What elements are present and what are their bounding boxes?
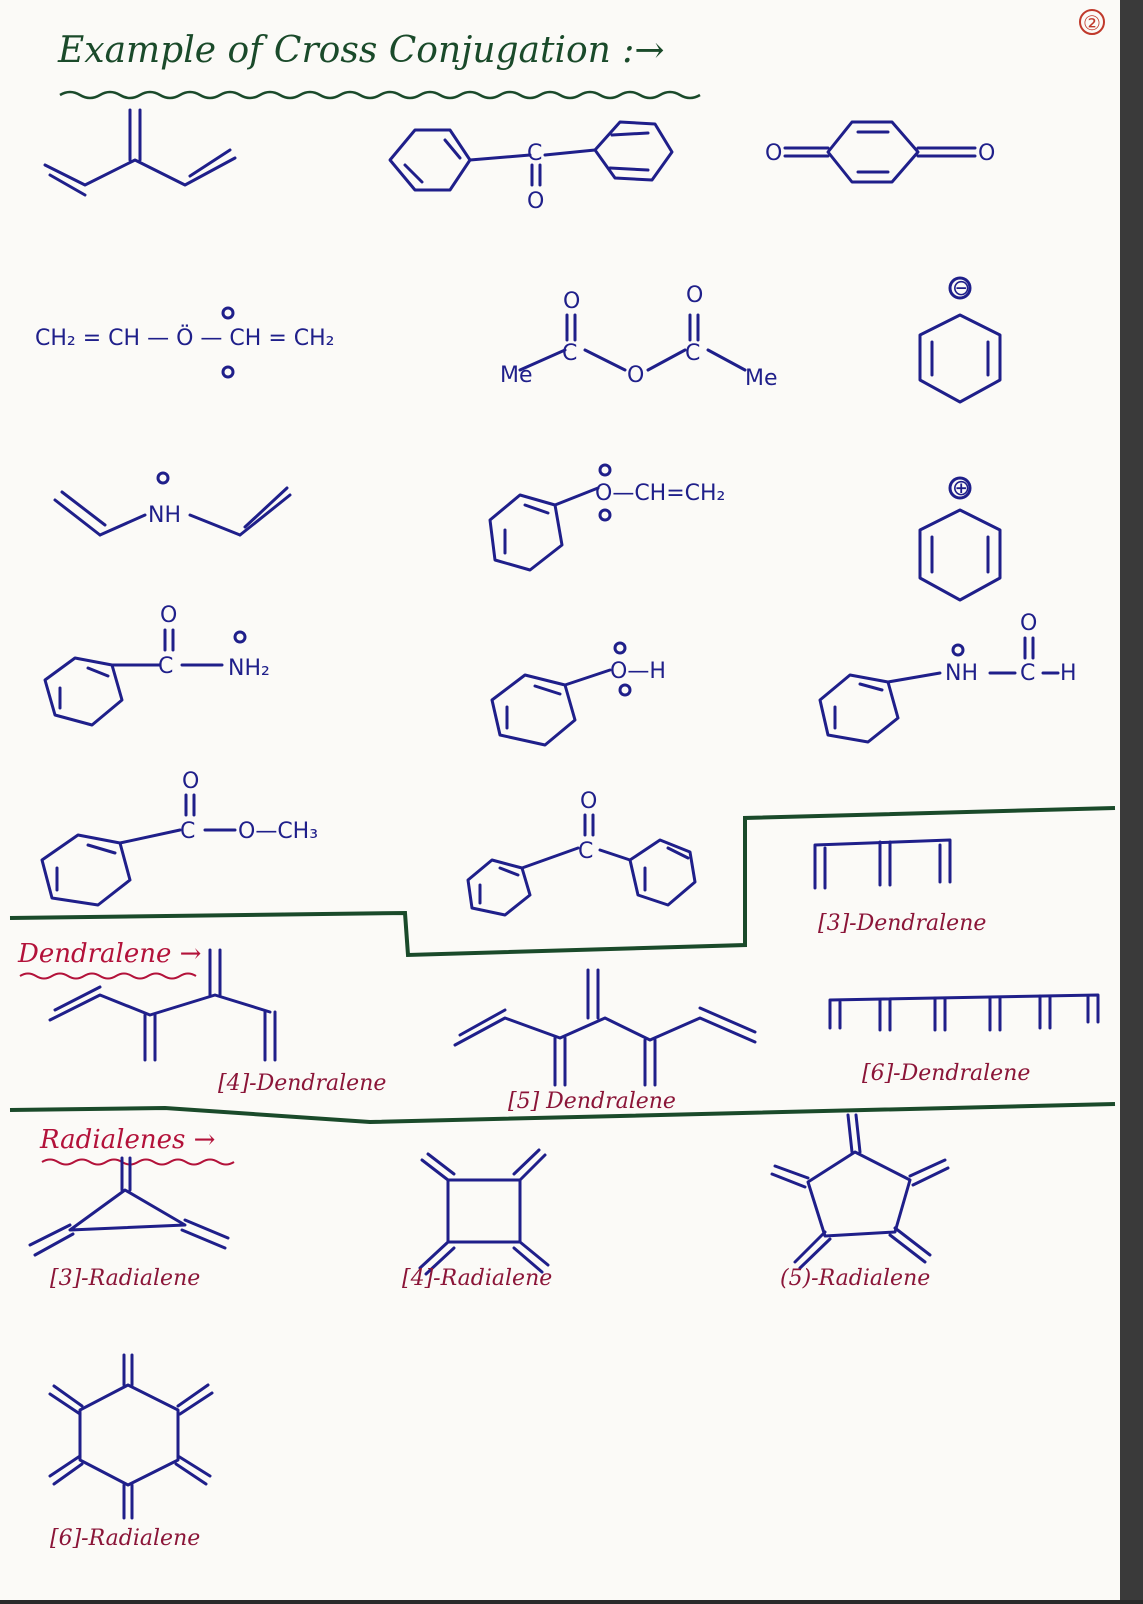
divider-upper <box>9 806 1116 958</box>
benzophenone-oxygen: O <box>527 189 544 214</box>
label-6-dendralene: [6]-Dendralene <box>862 1061 1030 1086</box>
quinone-oxygen-right: O <box>978 141 995 166</box>
label-4-radialene: [4]-Radialene <box>402 1266 552 1291</box>
quinone-oxygen-left: O <box>765 141 782 166</box>
structure-methyl-benzoate: C O O—CH₃ <box>40 769 318 907</box>
vinyl-phenyl-ether-chain: O—CH=CH₂ <box>595 481 725 506</box>
page-number: ② <box>1083 11 1101 35</box>
label-6-radialene: [6]-Radialene <box>50 1526 200 1551</box>
structure-cyclohexadienyl-anion: ⊖ <box>918 276 1002 404</box>
paper-sheet <box>0 0 1120 1600</box>
structure-benzoquinone: O O <box>765 120 995 184</box>
structure-vinyl-phenyl-ether: O—CH=CH₂ <box>488 463 725 572</box>
page-title: Example of Cross Conjugation :→ <box>57 30 665 71</box>
label-3-radialene: [3]-Radialene <box>50 1266 200 1291</box>
benzamide-oxygen: O <box>160 603 177 628</box>
ether-part-1: CH₂ <box>35 326 76 351</box>
ether-part-7: CH <box>229 326 261 351</box>
anhydride-carbon-left: C <box>562 341 577 366</box>
structure-6-radialene <box>48 1353 214 1520</box>
formanilide-hydrogen: H <box>1060 661 1077 686</box>
benzophenone-carbon: C <box>527 141 542 166</box>
anhydride-carbon-right: C <box>685 341 700 366</box>
label-5-radialene: (5)-Radialene <box>780 1266 930 1291</box>
ether-part-9: CH₂ <box>294 326 335 351</box>
ester-oxygen: O <box>182 769 199 794</box>
structure-benzamide: C O NH₂ <box>43 603 270 727</box>
benzophenone2-carbon: C <box>578 839 593 864</box>
benzophenone2-oxygen: O <box>580 789 597 814</box>
anhydride-methyl-right: Me <box>745 366 778 391</box>
formanilide-oxygen: O <box>1020 611 1037 636</box>
anhydride-oxygen-right: O <box>686 283 703 308</box>
phenol-oh: O—H <box>610 659 666 684</box>
dendralene-heading-underline <box>19 972 197 980</box>
label-4-dendralene: [4]-Dendralene <box>218 1071 386 1096</box>
label-5-dendralene: [5] Dendralene <box>508 1089 676 1114</box>
anion-charge: ⊖ <box>952 276 970 301</box>
ether-part-6: — <box>200 326 222 351</box>
structure-anhydride: Me C O O C O Me <box>500 283 778 391</box>
structure-5-dendralene <box>453 968 757 1087</box>
structure-methylene-diene <box>43 108 237 197</box>
structure-3-dendralene <box>813 838 952 890</box>
structure-cyclohexadienyl-cation: ⊕ <box>918 476 1002 602</box>
benzamide-amine: NH₂ <box>228 656 270 681</box>
ester-tail: O—CH₃ <box>238 819 318 844</box>
ether-part-3: CH <box>108 326 140 351</box>
structure-divinylamine: NH <box>53 471 292 537</box>
ether-part-4: — <box>147 326 169 351</box>
background-edge <box>1120 0 1143 1600</box>
cation-charge: ⊕ <box>952 476 970 501</box>
structure-6-dendralene <box>828 993 1100 1032</box>
structure-4-radialene <box>418 1148 550 1276</box>
divider-lower <box>9 1102 1116 1125</box>
dendralene-heading: Dendralene → <box>17 939 201 969</box>
formanilide-carbon: C <box>1020 661 1035 686</box>
structure-5-radialene <box>770 1113 950 1270</box>
ether-part-2: = <box>83 326 101 351</box>
structure-phenol: O—H <box>490 641 666 747</box>
anhydride-oxygen-left: O <box>563 289 580 314</box>
anhydride-bridge-oxygen: O <box>627 363 644 388</box>
structure-4-dendralene <box>48 948 277 1062</box>
structure-benzophenone: C O <box>388 120 674 214</box>
ether-part-8: = <box>268 326 286 351</box>
benzamide-carbon: C <box>158 654 173 679</box>
formanilide-nh: NH <box>945 661 978 686</box>
structure-benzophenone-2: C O <box>466 789 697 917</box>
structure-divinyl-ether: CH₂ = CH — Ö — CH = CH₂ <box>35 306 334 379</box>
title-underline <box>59 90 701 100</box>
structure-3-radialene <box>28 1156 230 1257</box>
label-3-dendralene: [3]-Dendralene <box>818 911 986 936</box>
amine-nh: NH <box>148 503 181 528</box>
radialenes-heading-underline <box>41 1158 235 1166</box>
svg-text:CH₂ = CH —: CH₂ = CH — Ö — CH = CH₂ <box>35 325 334 351</box>
page-number-circle <box>1079 9 1105 35</box>
ester-carbon: C <box>180 819 195 844</box>
radialenes-heading: Radialenes → <box>39 1125 215 1155</box>
ether-part-5: Ö <box>176 325 193 351</box>
structure-formanilide: NH C O H <box>818 611 1077 744</box>
